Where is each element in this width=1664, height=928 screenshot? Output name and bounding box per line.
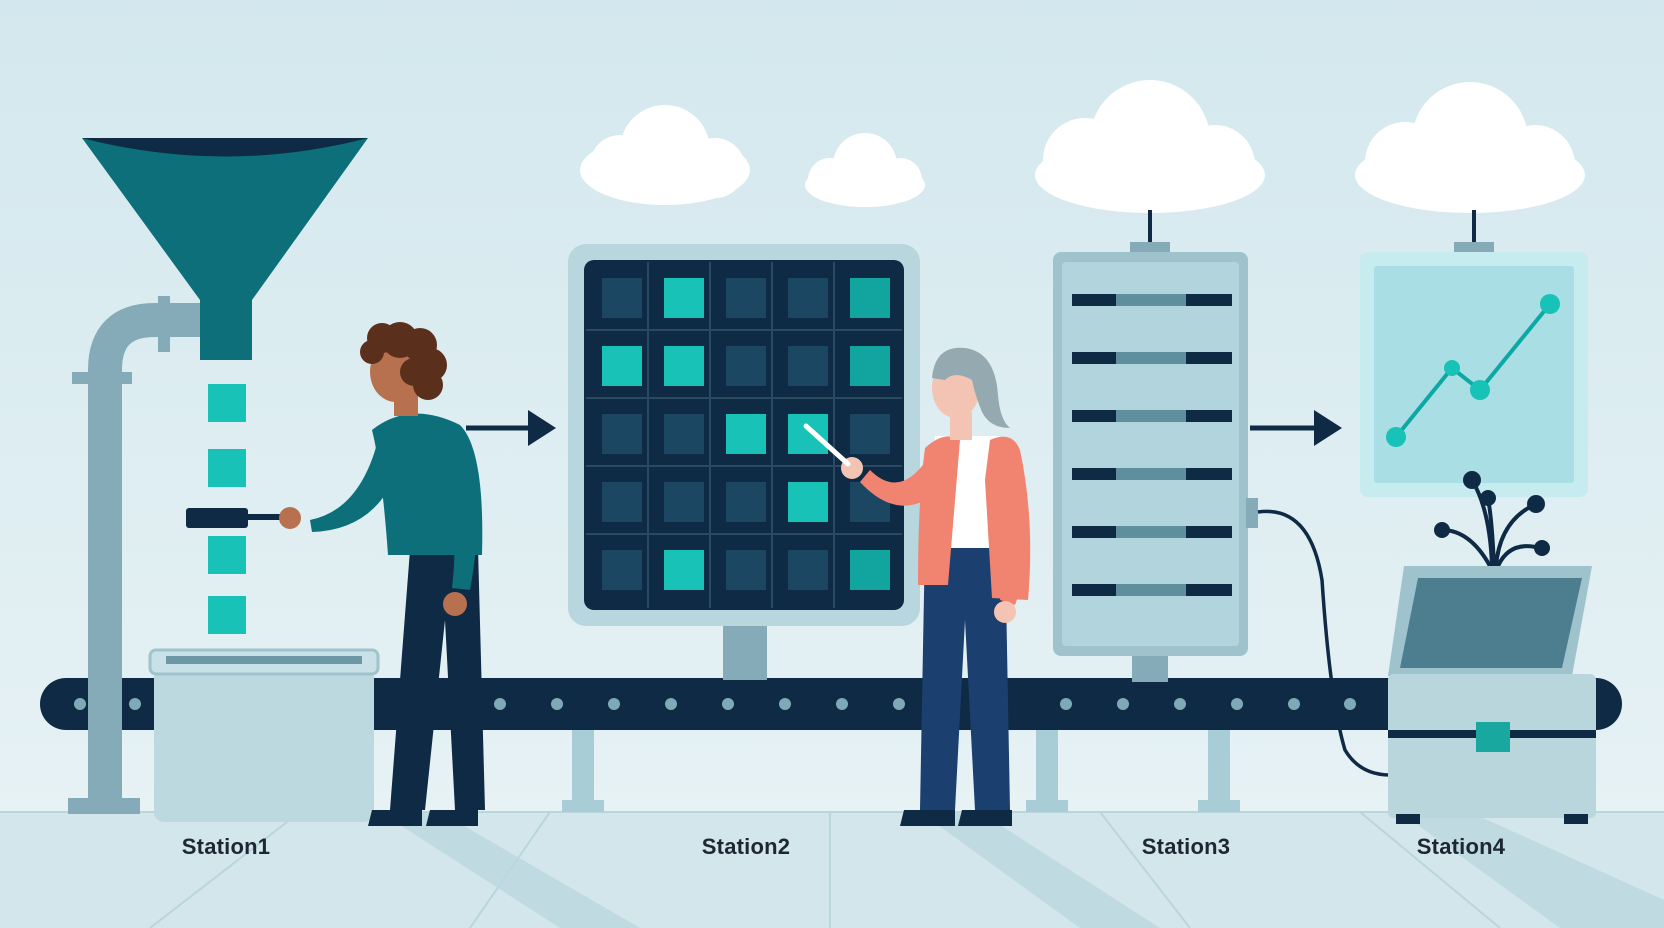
station4-output	[1360, 210, 1596, 824]
grid-cell-lit	[850, 550, 890, 590]
grid-cell	[664, 414, 704, 454]
station-label-3: Station3	[1142, 834, 1230, 859]
data-blocks	[208, 384, 246, 634]
rack-slot-cap	[1186, 294, 1232, 306]
cable	[1257, 509, 1391, 777]
rack-slot-cap	[1186, 468, 1232, 480]
grid-cell	[788, 550, 828, 590]
grid-cell	[850, 414, 890, 454]
rack-slot-cap	[1186, 410, 1232, 422]
conveyor-rollers	[74, 698, 1356, 710]
grid-cell	[726, 550, 766, 590]
arrow-right-icon	[466, 410, 556, 446]
grid-cell	[602, 550, 642, 590]
grid-cell	[788, 346, 828, 386]
grid-cell-lit	[602, 346, 642, 386]
rack-slot-cap	[1072, 526, 1116, 538]
rack-slot-cap	[1072, 294, 1116, 306]
rack-slot-cap	[1072, 468, 1116, 480]
grid-cell-lit	[788, 482, 828, 522]
grid-cell-lit	[850, 278, 890, 318]
rack-slot-cap	[1186, 584, 1232, 596]
floor-shadows	[380, 812, 1664, 928]
rack-slot-cap	[1186, 352, 1232, 364]
grid-cell-lit	[664, 550, 704, 590]
cloud-icon	[1035, 80, 1265, 213]
grid-cell	[664, 482, 704, 522]
grid-cell-lit	[664, 278, 704, 318]
chart-panel	[1360, 252, 1588, 497]
grid-cell	[726, 346, 766, 386]
grid-cell	[726, 482, 766, 522]
station2-grid-board	[568, 244, 920, 680]
cloud-icon	[580, 105, 750, 205]
output-device	[1388, 566, 1596, 824]
worker-2	[803, 347, 1031, 826]
rack-slot-cap	[1072, 410, 1116, 422]
grid-cell	[602, 414, 642, 454]
station-label-1: Station1	[182, 834, 270, 859]
cloud-icon	[805, 133, 925, 207]
grid-cell-lit	[664, 346, 704, 386]
station1-machine	[68, 138, 380, 822]
rack-slots	[1072, 294, 1232, 596]
station-labels: Station1 Station2 Station3 Station4	[182, 834, 1506, 859]
sprout-buds	[1434, 471, 1550, 556]
rack-slot-cap	[1186, 526, 1232, 538]
rack-slot-cap	[1072, 352, 1116, 364]
funnel-icon	[82, 138, 368, 360]
grid-cell	[788, 278, 828, 318]
grid-cell-lit	[788, 414, 828, 454]
station3-server-rack	[1053, 210, 1258, 682]
rack-slot-cap	[1072, 584, 1116, 596]
station-label-2: Station2	[702, 834, 790, 859]
arrow-right-icon	[1250, 410, 1342, 446]
worker-1	[186, 322, 485, 826]
line-chart-icon	[1386, 294, 1560, 447]
grid-cell	[602, 278, 642, 318]
collection-bin	[148, 648, 380, 822]
station-label-4: Station4	[1417, 834, 1506, 859]
grid-cell	[726, 278, 766, 318]
grid-cell-lit	[726, 414, 766, 454]
grid-cells	[586, 262, 902, 608]
grid-cell-lit	[850, 346, 890, 386]
grid-cell	[602, 482, 642, 522]
floor	[0, 812, 1664, 928]
cloud-icon	[1355, 82, 1585, 213]
